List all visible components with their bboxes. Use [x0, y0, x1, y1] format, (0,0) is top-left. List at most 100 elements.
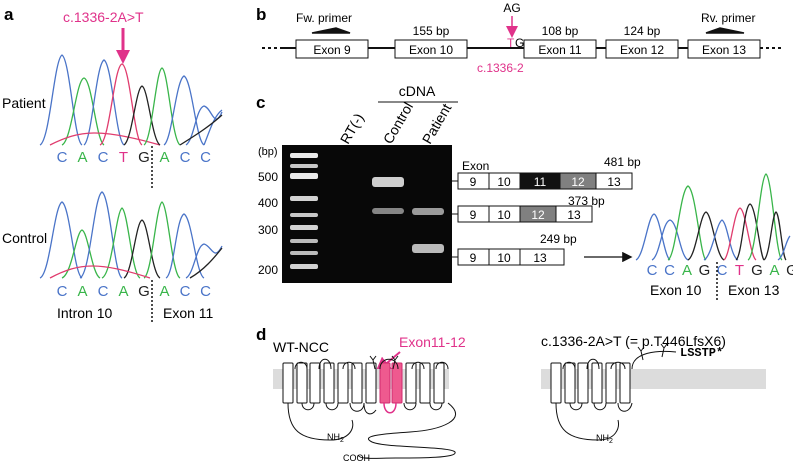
wt-cooh: COOH — [343, 453, 370, 463]
wt-helices — [282, 362, 445, 404]
ladder-300: 300 — [258, 223, 278, 237]
product-373: 373 bp — [568, 194, 605, 208]
tm-helix — [323, 362, 335, 404]
svg-text:9: 9 — [470, 208, 477, 222]
product-481: 481 bp — [604, 155, 641, 169]
exon13-label: Exon 13 — [728, 282, 780, 298]
exon-11-box — [523, 39, 597, 59]
svg-text:12: 12 — [571, 175, 585, 189]
svg-text:9: 9 — [470, 175, 477, 189]
mut-glycosylation — [637, 343, 668, 361]
tm-helix — [564, 362, 576, 404]
mut-title: c.1336-2A>T (= p.T446LfsX6) — [541, 333, 726, 349]
exon10-label: Exon 10 — [650, 282, 702, 298]
fw-primer-label: Fw. primer — [296, 11, 352, 25]
base-letter: A — [118, 283, 128, 300]
panel-c: c cDNA RT(-) Control Patient (bp) 500 40… — [256, 83, 793, 300]
svg-text:13: 13 — [533, 251, 547, 265]
tm-helix — [419, 362, 431, 404]
patient-label: Patient — [2, 95, 46, 111]
tg-g: G — [515, 36, 524, 50]
mut-loops — [555, 350, 677, 441]
svg-text:13: 13 — [607, 175, 621, 189]
product-481-exons: 9 10 11 12 13 — [457, 172, 633, 190]
tm-helix — [351, 362, 363, 404]
tg-t: T — [507, 36, 515, 50]
wt-glycosylation — [369, 355, 399, 370]
base-letter: C — [180, 149, 191, 166]
svg-text:10: 10 — [497, 175, 511, 189]
product-249: 249 bp — [540, 232, 577, 246]
tm-helix — [296, 362, 308, 404]
mut-tail: LSSTP* — [680, 346, 723, 360]
bp-unit: (bp) — [258, 146, 278, 158]
ladder-200: 200 — [258, 263, 278, 277]
wt-exon11-12-loop — [383, 402, 397, 414]
svg-text:13: 13 — [567, 208, 581, 222]
base-letter: G — [138, 283, 150, 300]
product-373-exons: 9 10 12 13 — [457, 205, 593, 223]
tm-helix — [605, 362, 617, 404]
wt-loops — [287, 358, 456, 459]
base-letter: C — [647, 262, 658, 279]
control-chromatogram — [39, 191, 223, 279]
tm-helix — [405, 362, 417, 404]
wt-title: WT-NCC — [273, 339, 329, 355]
highlight-label: Exon11-12 — [399, 334, 466, 350]
lane-control: Control — [380, 99, 416, 146]
mut-helices — [550, 362, 631, 404]
base-letter: T — [119, 149, 128, 166]
tm-helix — [337, 362, 349, 404]
panel-d: d WT-NCC Exon11-12 NH2 COOH c.1336-2A>T … — [256, 325, 766, 463]
tm-helix — [591, 362, 603, 404]
exon-12-box — [605, 39, 679, 59]
mutation-arrow-head — [116, 50, 130, 64]
size-155: 155 bp — [413, 24, 450, 38]
panel-c-label: c — [256, 93, 265, 112]
fw-primer-arrow — [311, 27, 351, 34]
base-letter: A — [77, 283, 87, 300]
control-label: Control — [2, 230, 47, 246]
exon-11-label: Exon 11 — [538, 43, 581, 57]
panel-b-label: b — [256, 5, 266, 24]
exon-9-label: Exon 9 — [313, 43, 351, 57]
base-letter: A — [682, 262, 692, 279]
rv-primer-arrow — [705, 27, 745, 34]
ladder-500: 500 — [258, 170, 278, 184]
tm-helix — [282, 362, 294, 404]
tm-helix — [309, 362, 321, 404]
panel-a-label: a — [4, 5, 14, 24]
panel-d-label: d — [256, 325, 266, 344]
exon-13-label: Exon 13 — [702, 43, 746, 57]
mut-nh2: NH2 — [596, 433, 613, 445]
svg-text:10: 10 — [497, 251, 511, 265]
base-letter: C — [717, 262, 728, 279]
svg-text:11: 11 — [534, 175, 547, 189]
base-letter: C — [98, 283, 109, 300]
exon-header: Exon — [462, 159, 489, 173]
tm-helix — [619, 362, 631, 404]
base-letter: G — [699, 262, 711, 279]
ag-label: AG — [503, 1, 520, 15]
svg-text:12: 12 — [531, 208, 545, 222]
intron-label: Intron 10 — [57, 305, 112, 321]
base-letter: G — [751, 262, 763, 279]
lane-rt: RT(-) — [337, 110, 367, 146]
patient-chromatogram — [39, 54, 223, 146]
base-letter: C — [98, 149, 109, 166]
exon-10-box — [394, 39, 468, 59]
base-letter: T — [735, 262, 744, 279]
exon-9-box — [295, 39, 369, 59]
size-108: 108 bp — [542, 24, 579, 38]
base-letter: A — [159, 149, 169, 166]
exon-10-label: Exon 10 — [409, 43, 453, 57]
size-124: 124 bp — [624, 24, 661, 38]
base-letter: C — [200, 283, 211, 300]
exon-label: Exon 11 — [163, 305, 214, 321]
tm-helix — [365, 362, 377, 404]
base-letter: A — [769, 262, 779, 279]
